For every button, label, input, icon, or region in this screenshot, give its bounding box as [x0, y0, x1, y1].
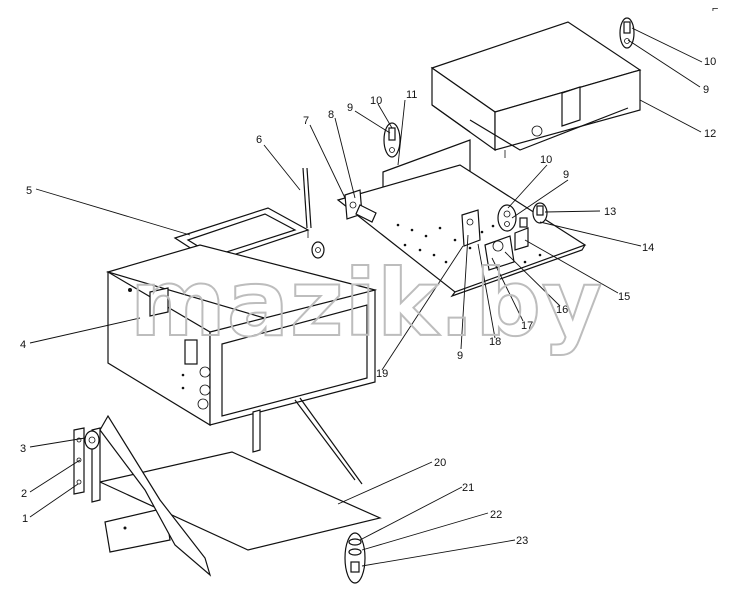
callout-11: 11	[406, 89, 417, 101]
bracket-parts-1-2-3	[73, 427, 100, 495]
callout-22: 22	[490, 509, 502, 521]
callout-8: 8	[328, 109, 334, 121]
callout-3: 3	[20, 443, 26, 455]
callout-1: 1	[22, 513, 28, 525]
base-plate	[336, 164, 587, 298]
callout-19: 19	[376, 368, 388, 380]
rod-part-6	[302, 167, 312, 229]
screw-part-7-8	[344, 189, 377, 223]
stand-part-20	[91, 397, 382, 577]
callout-15: 15	[618, 291, 630, 303]
bolt-detail-mid	[383, 122, 401, 158]
box-part-4	[105, 244, 378, 427]
base-plate-holes	[396, 223, 542, 264]
callout-4: 4	[20, 339, 26, 351]
callout-10-plate: 10	[540, 154, 552, 166]
callout-18: 18	[489, 336, 501, 348]
callout-10-top-right: 10	[704, 56, 716, 68]
callout-9-plate: 9	[563, 169, 569, 181]
top-cover-part-12	[430, 21, 642, 158]
callout-5: 5	[26, 185, 32, 197]
callout-9-bottom: 9	[457, 350, 463, 362]
callout-12: 12	[704, 128, 716, 140]
bottom-bolt-detail	[344, 532, 366, 584]
washer-part-6	[311, 241, 325, 259]
watermark-text: mazik.by	[130, 250, 603, 357]
callout-6: 6	[256, 134, 262, 146]
callout-17: 17	[521, 320, 533, 332]
callout-14: 14	[642, 242, 654, 254]
bolt-detail-top-right	[619, 17, 635, 49]
callout-16: 16	[556, 304, 568, 316]
callout-21: 21	[462, 482, 474, 494]
callout-23: 23	[516, 535, 528, 547]
callout-2: 2	[21, 488, 27, 500]
callout-9-top-right: 9	[703, 84, 709, 96]
callout-7: 7	[303, 115, 309, 127]
callout-13: 13	[604, 206, 616, 218]
callout-20: 20	[434, 457, 446, 469]
callout-10-upper-left: 10	[370, 95, 382, 107]
callout-9-upper-left: 9	[347, 102, 353, 114]
corner-mark: ⌐	[712, 3, 718, 15]
leader-lines	[29, 27, 703, 567]
plate-brackets	[461, 209, 529, 271]
bolt-detail-plate	[497, 202, 548, 232]
callout-numbers: 1 2 3 4 5 6 7 8 9 10 11 10 9 12 10 9 13 …	[20, 56, 716, 547]
